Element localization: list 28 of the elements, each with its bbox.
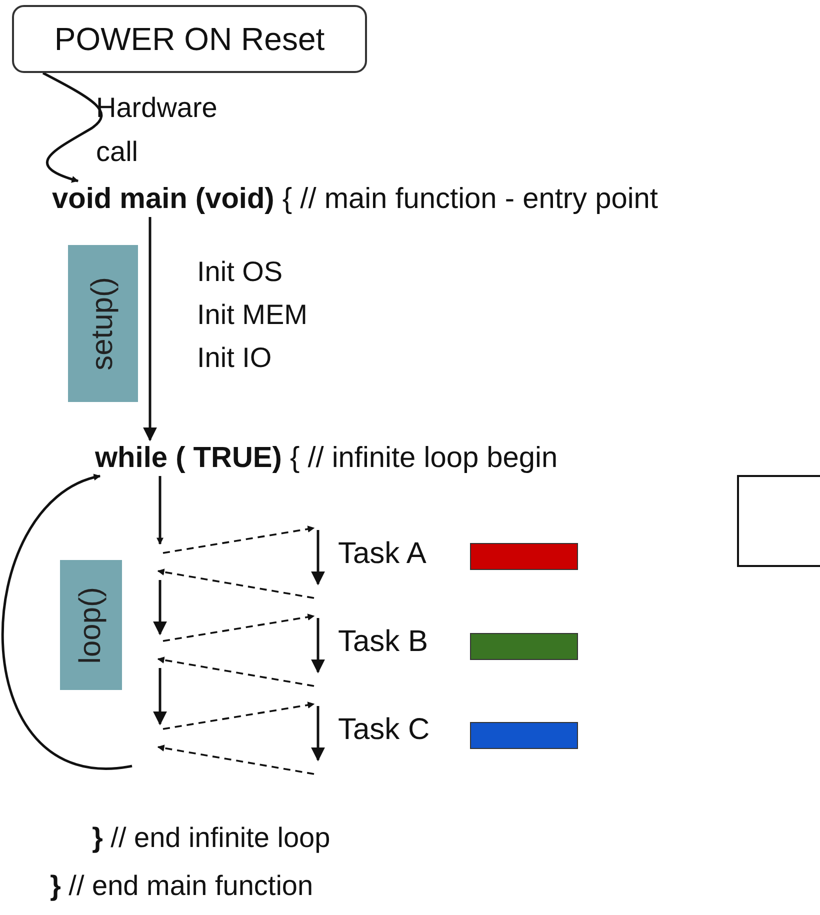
step-text: Init MEM <box>197 298 308 332</box>
empty-box <box>737 475 820 567</box>
task-label: Task B <box>314 616 428 686</box>
arrow <box>42 72 103 182</box>
phase-band: setup() <box>68 245 138 402</box>
dashed-arrow <box>162 526 315 554</box>
code-line: while ( TRUE) { // infinite loop begin <box>95 440 558 476</box>
dashed-arrow <box>157 656 314 687</box>
start-box: POWER ON Reset <box>12 5 367 73</box>
code-line: } // end main function <box>50 869 314 903</box>
dashed-arrow <box>162 614 315 642</box>
task-color-bar <box>470 722 578 749</box>
code-line: } // end infinite loop <box>92 821 330 855</box>
arrow <box>156 476 164 545</box>
code-line: void main (void) { // main function - entry point <box>52 181 658 217</box>
dashed-arrow <box>157 568 314 599</box>
task-label: Task A <box>314 528 426 598</box>
task-color-bar <box>470 543 578 570</box>
arrow <box>143 217 157 442</box>
step-text: Init OS <box>197 255 283 289</box>
step-text: Init IO <box>197 341 272 375</box>
task-color-bar <box>470 633 578 660</box>
task-label: Task C <box>314 704 430 774</box>
edge-label: Hardware call <box>96 91 218 169</box>
dashed-arrow <box>162 702 315 730</box>
phase-band: loop() <box>60 560 122 690</box>
dashed-arrow <box>157 744 314 775</box>
loop-back-arrow <box>2 474 132 770</box>
